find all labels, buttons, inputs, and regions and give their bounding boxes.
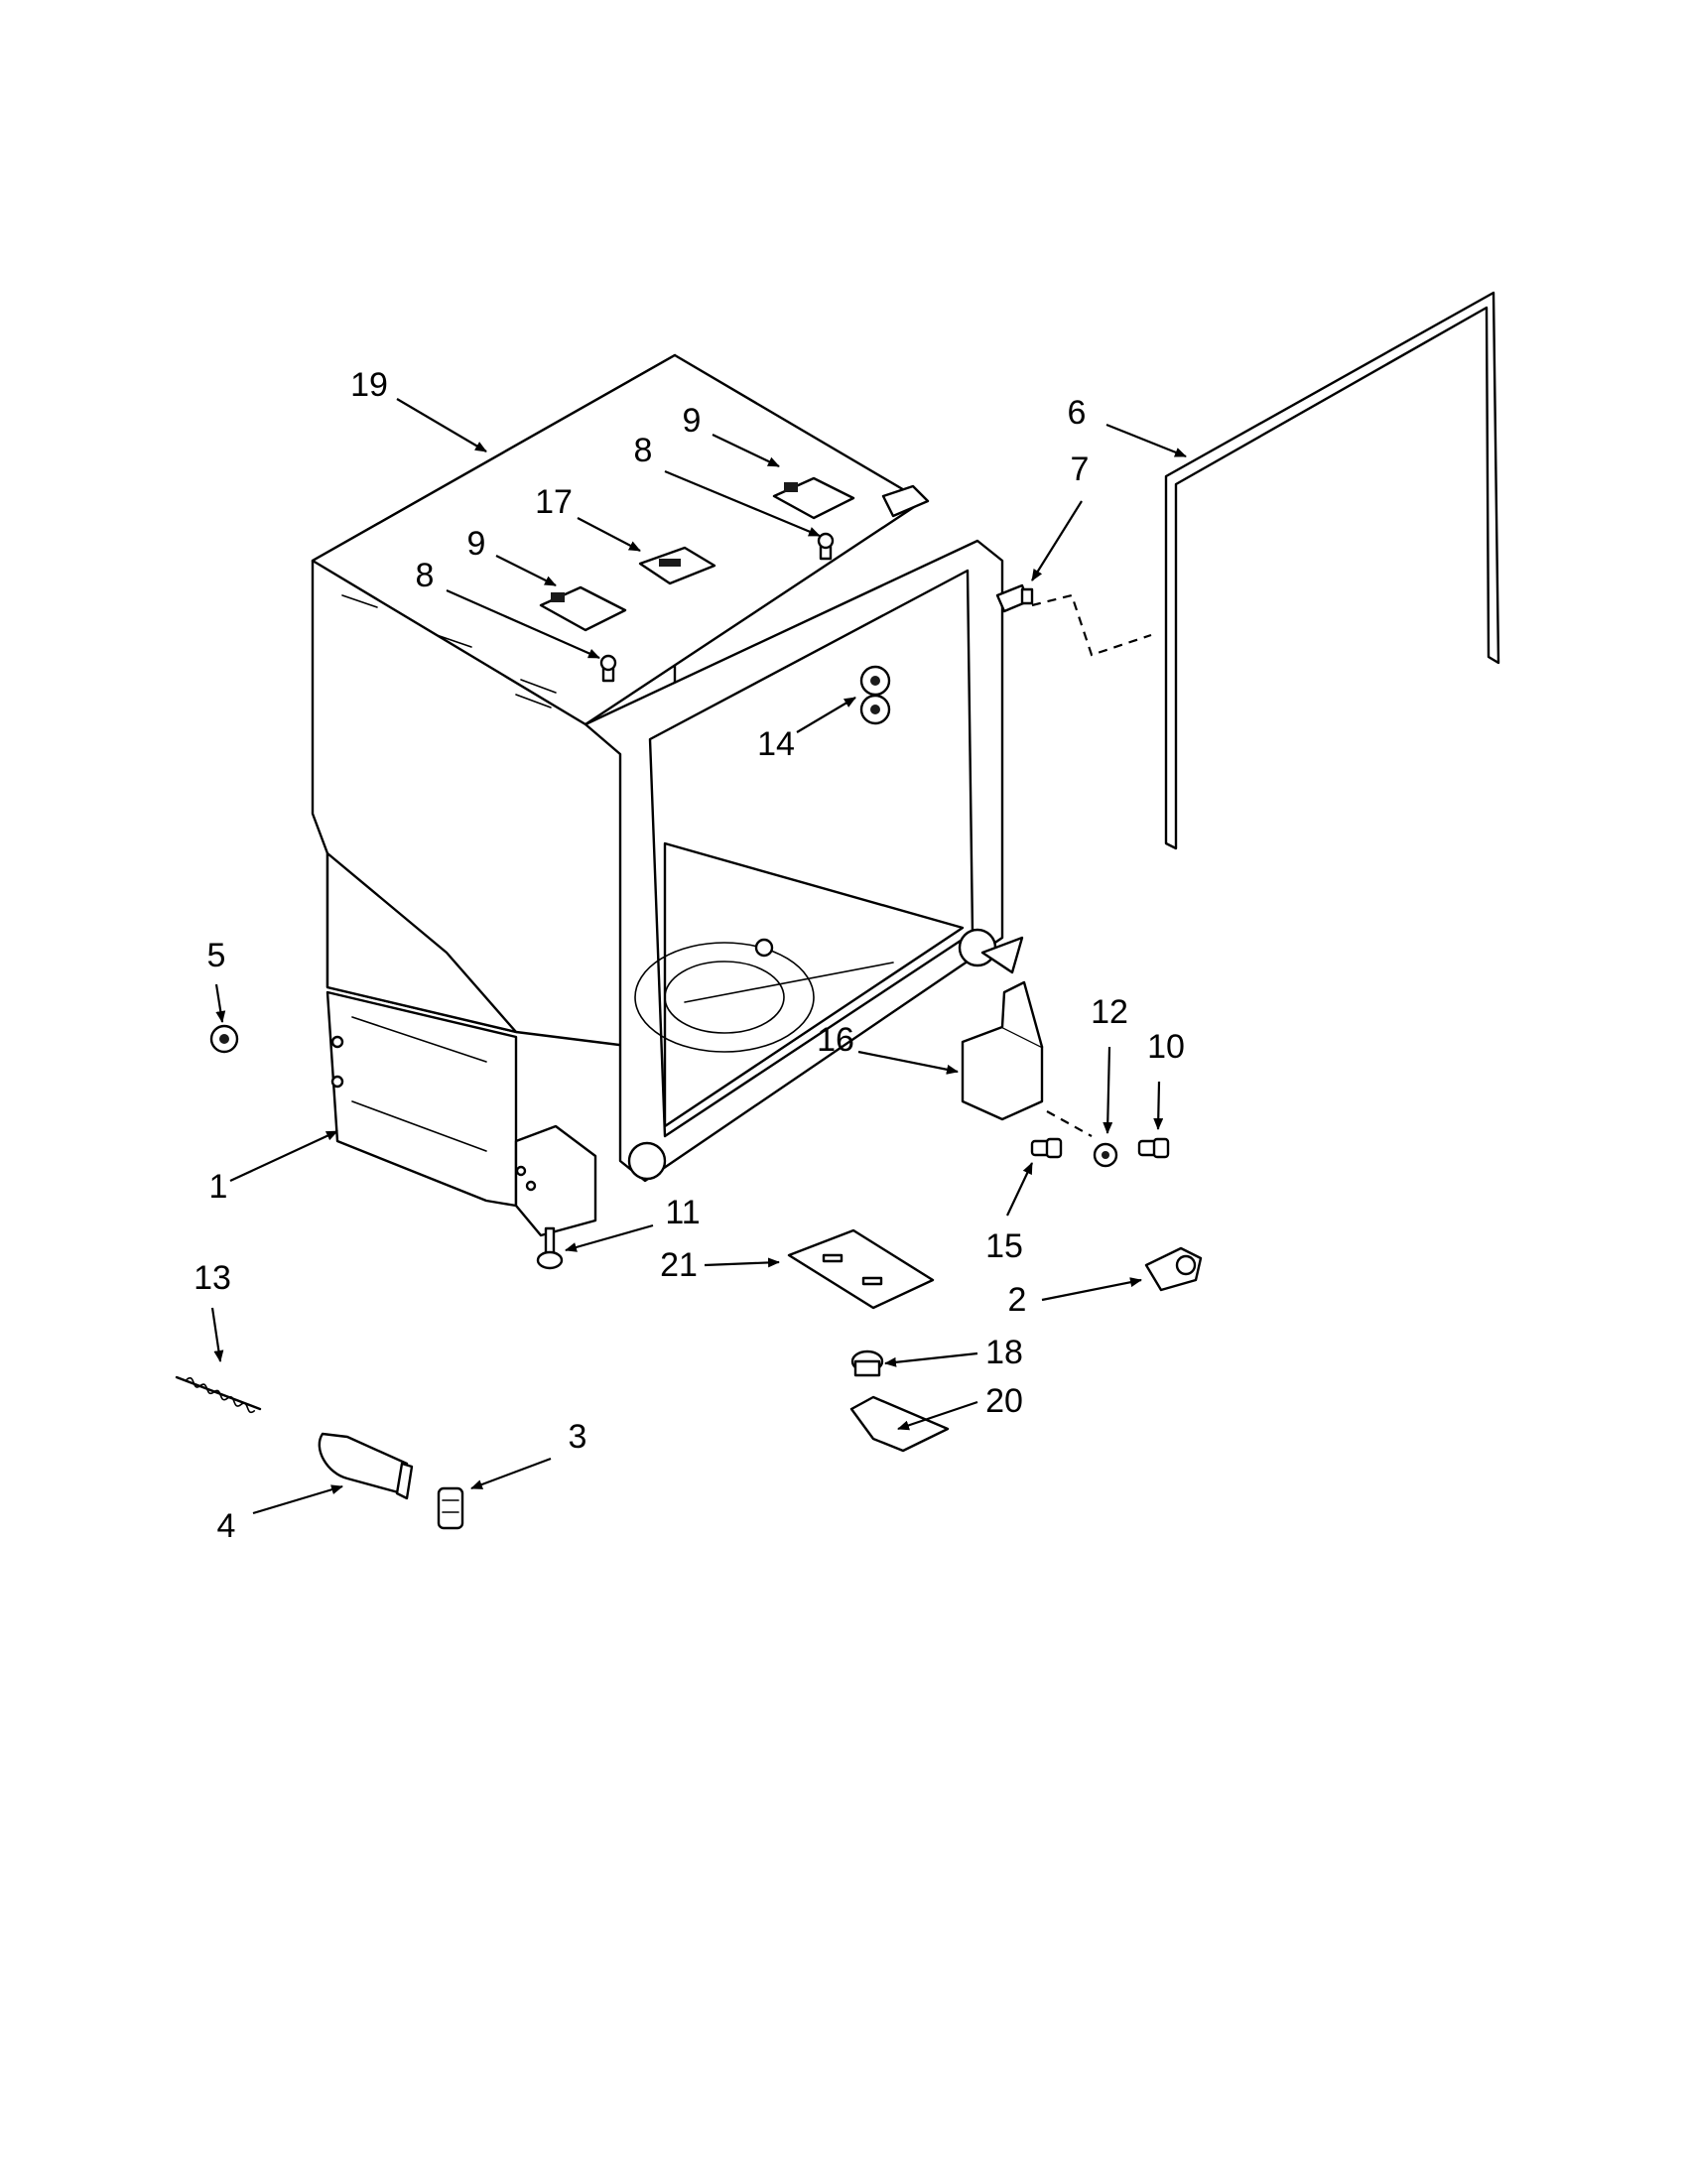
- callout-20: 20: [985, 1382, 1023, 1420]
- pad-part-21: [787, 1228, 935, 1310]
- callout-21: 21: [660, 1246, 698, 1284]
- door-gasket: [1164, 291, 1500, 850]
- screw-upper-right: [817, 532, 835, 561]
- bracket-part-16: [961, 980, 1044, 1121]
- screw-part-10: [1137, 1137, 1170, 1159]
- sensor-part-18: [850, 1349, 884, 1377]
- cap-part-3: [437, 1486, 464, 1530]
- foot-part-5: [209, 1024, 239, 1054]
- callout-9b: 9: [467, 525, 486, 563]
- latch-part-2: [1144, 1246, 1203, 1292]
- callout-5: 5: [207, 937, 226, 974]
- callout-4: 4: [217, 1507, 236, 1545]
- callout-15: 15: [985, 1227, 1023, 1265]
- callout-3: 3: [569, 1418, 587, 1456]
- spring-part-13: [175, 1375, 262, 1414]
- bracket-part-20: [849, 1395, 950, 1453]
- hinge-bracket-upper: [772, 476, 855, 520]
- callout-17: 17: [535, 483, 573, 521]
- callout-12: 12: [1091, 993, 1128, 1031]
- callout-11: 11: [665, 1194, 700, 1231]
- callout-14: 14: [757, 725, 795, 763]
- callout-7: 7: [1071, 450, 1090, 488]
- clip-part-17: [638, 546, 716, 585]
- screw-upper-left: [599, 654, 617, 683]
- callout-8a: 8: [634, 432, 653, 469]
- callout-16: 16: [817, 1021, 854, 1059]
- callout-2: 2: [1008, 1281, 1027, 1319]
- callout-18: 18: [985, 1334, 1023, 1371]
- roller-part-14: [859, 665, 891, 725]
- leg-part-11: [536, 1226, 564, 1270]
- callout-labels: 1 2 3 4 5 6 7 8 8 9 9 10 11 12 13 14 15 …: [194, 366, 1185, 1545]
- callout-9a: 9: [683, 402, 702, 440]
- callout-6: 6: [1068, 394, 1087, 432]
- screw-part-15: [1030, 1137, 1063, 1159]
- cover-part-4: [318, 1432, 414, 1500]
- callout-19: 19: [350, 366, 388, 404]
- screw-part-7: [995, 583, 1034, 613]
- callout-10: 10: [1147, 1028, 1185, 1066]
- callout-13: 13: [194, 1259, 231, 1297]
- washer-part-12: [1093, 1142, 1118, 1168]
- leader-lines: [210, 398, 1187, 1515]
- callout-8b: 8: [416, 557, 435, 594]
- hinge-bracket-lower: [539, 585, 627, 632]
- callout-1: 1: [209, 1168, 228, 1206]
- tub-assembly: [311, 353, 1024, 1237]
